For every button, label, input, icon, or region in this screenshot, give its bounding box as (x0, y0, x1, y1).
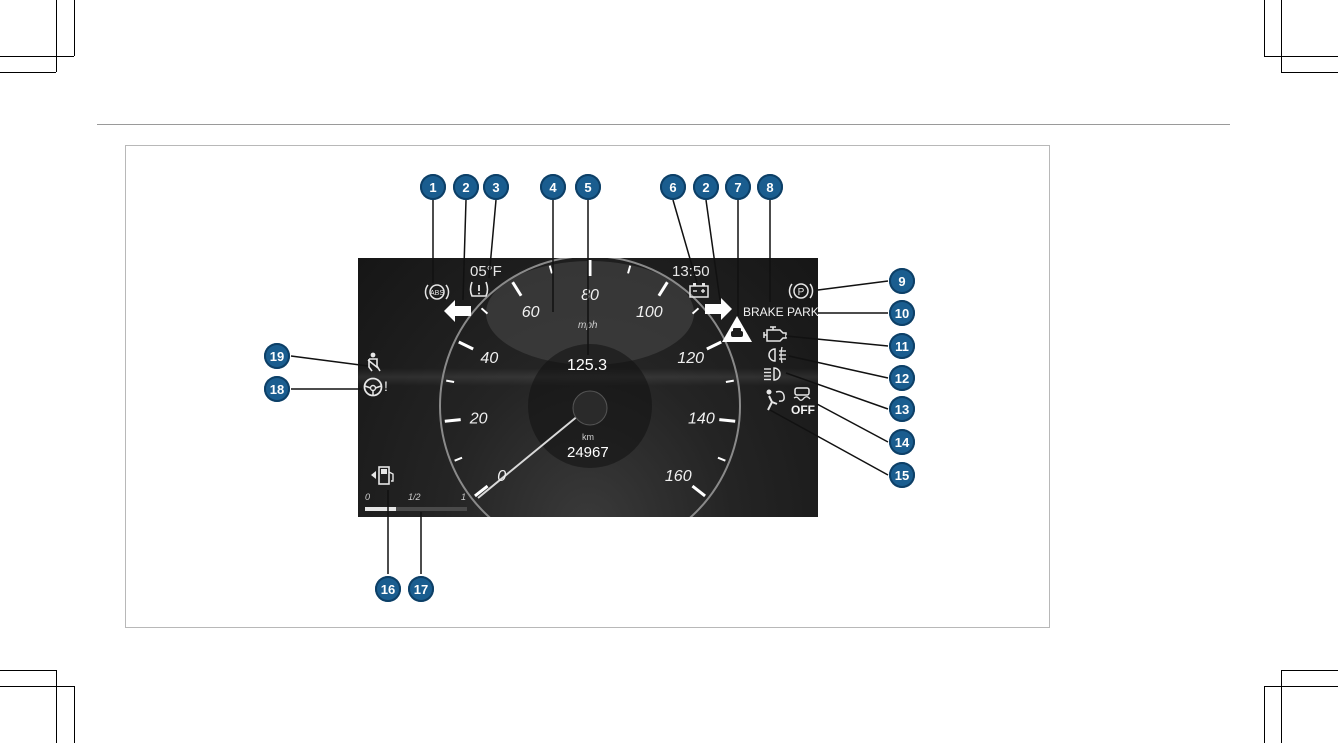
callout-badge: 1 (420, 174, 446, 200)
callout-badge: 16 (375, 576, 401, 602)
callout-badge: 11 (889, 333, 915, 359)
callout-badge: 9 (889, 268, 915, 294)
callout-badge: 13 (889, 396, 915, 422)
callout-badge: 3 (483, 174, 509, 200)
callout-badge: 2 (693, 174, 719, 200)
callout-badge: 14 (889, 429, 915, 455)
callout-badge: 19 (264, 343, 290, 369)
callout-badge: 8 (757, 174, 783, 200)
callout-badge: 4 (540, 174, 566, 200)
callout-badge: 6 (660, 174, 686, 200)
callout-badge: 17 (408, 576, 434, 602)
callout-badge: 12 (889, 365, 915, 391)
callout-badge: 2 (453, 174, 479, 200)
callout-badge: 15 (889, 462, 915, 488)
callout-badge: 7 (725, 174, 751, 200)
callout-badge: 18 (264, 376, 290, 402)
callout-badge: 5 (575, 174, 601, 200)
callout-badge: 10 (889, 300, 915, 326)
